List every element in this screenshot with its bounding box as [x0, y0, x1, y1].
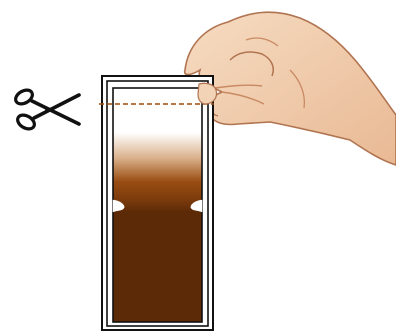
hand-holding-icon: [185, 12, 396, 165]
test-strip: [113, 88, 202, 322]
scissors-icon: [13, 87, 79, 131]
thumb-overlap: [198, 83, 217, 104]
